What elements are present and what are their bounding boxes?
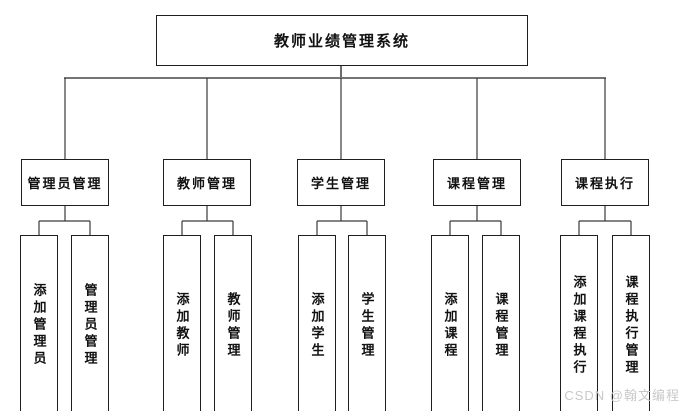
leaf-admin-management: 管理员管理 [71,235,109,411]
leaf-add-course-execution: 添加课程执行 [560,235,598,411]
leaf-course-management: 课程管理 [482,235,520,411]
leaf-add-student: 添加学生 [298,235,336,411]
root-node-title: 教师业绩管理系统 [156,15,528,66]
leaf-label: 管理员管理 [82,283,98,368]
leaf-label: 添加课程 [442,291,458,360]
leaf-course-execution-management: 课程执行管理 [612,235,650,411]
leaf-add-teacher: 添加教师 [163,235,201,411]
node-teacher-management: 教师管理 [163,159,251,206]
leaf-label: 教师管理 [225,291,241,360]
leaf-label: 课程管理 [493,291,509,360]
node-course-management: 课程管理 [433,159,521,206]
leaf-label: 添加教师 [174,291,190,360]
leaf-label: 添加课程执行 [571,274,587,377]
leaf-label: 课程执行管理 [623,274,639,377]
watermark: CSDN @翰文编程 [564,388,680,403]
leaf-add-admin: 添加管理员 [20,235,58,411]
leaf-teacher-management: 教师管理 [214,235,252,411]
leaf-label: 添加学生 [309,291,325,360]
leaf-label: 学生管理 [359,291,375,360]
node-admin-management: 管理员管理 [21,159,109,206]
leaf-add-course: 添加课程 [431,235,469,411]
node-student-management: 学生管理 [297,159,385,206]
leaf-label: 添加管理员 [31,283,47,368]
leaf-student-management: 学生管理 [348,235,386,411]
node-course-execution: 课程执行 [561,159,649,206]
